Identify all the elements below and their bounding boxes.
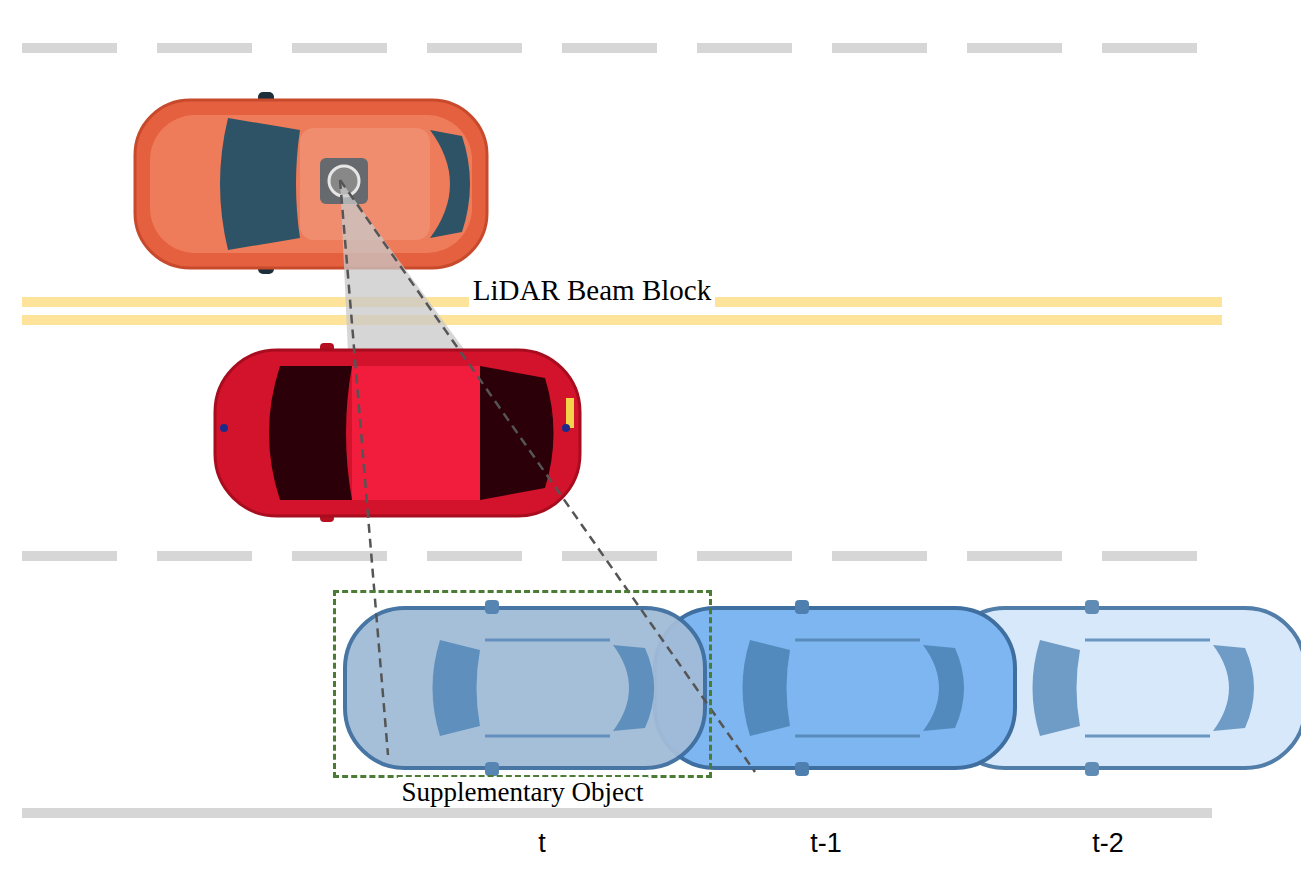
beam-edge xyxy=(340,180,755,772)
box-label: Supplementary Object xyxy=(397,777,647,808)
time-label: t xyxy=(538,828,546,859)
supplementary-object-box: Supplementary Object xyxy=(333,590,712,778)
ego-car xyxy=(135,92,487,274)
beam-edge xyxy=(340,180,388,755)
time-label: t-1 xyxy=(810,828,842,859)
occluding-car xyxy=(215,343,580,522)
car-t-minus-1 xyxy=(655,600,1015,776)
time-label: t-2 xyxy=(1092,828,1124,859)
road-edge xyxy=(22,808,1212,818)
center-line xyxy=(22,315,1222,325)
beam-block-label: LiDAR Beam Block xyxy=(469,274,715,307)
car-t xyxy=(345,600,705,776)
lane-dash xyxy=(22,43,1230,53)
lane-dash xyxy=(22,551,1212,561)
